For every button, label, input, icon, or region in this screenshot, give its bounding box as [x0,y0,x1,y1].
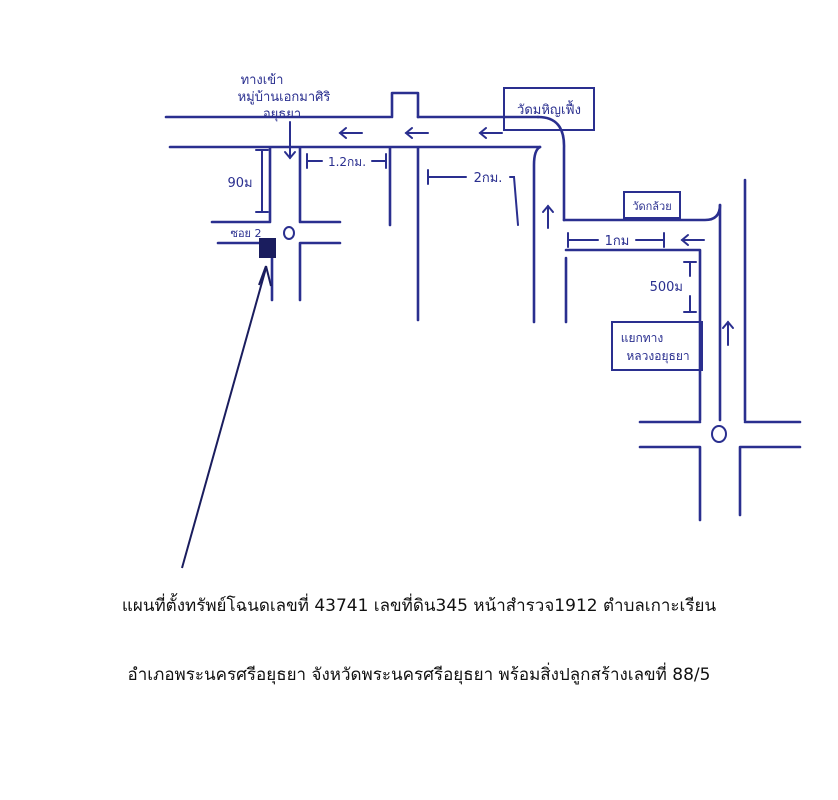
main-road-curve-outer [536,115,566,222]
arrow-left-4 [680,234,705,246]
dist-90m-label: 90ม [227,176,252,191]
dist-500m-label: 500ม [650,280,683,295]
arrow-left-3 [478,127,503,139]
roundabout-highway [711,425,727,443]
crossing-road-left-bottom [638,445,702,522]
roundabout-soi [283,226,295,240]
pointer-line [181,267,267,569]
dist-1km-label: 1กม [605,234,630,249]
dim-2km [427,169,519,226]
arrow-left-2 [404,127,429,139]
caption-line-1: แผนที่ตั้งทรัพย์โฉนดเลขที่ 43741 เลขที่ด… [121,596,717,616]
dim-1-2km [306,153,387,169]
north-stub-road [390,91,420,119]
dim-90m [255,149,269,213]
arrow-up-1 [542,204,554,229]
crossing-road-right-bottom [738,445,802,517]
dim-1km [567,232,665,248]
dim-500m [683,261,697,313]
junction-box [611,321,703,371]
soi-label: ซอย 2 [230,227,261,240]
arrow-down-entrance [284,121,296,160]
property-marker [259,238,276,258]
soi-road-left [210,146,272,224]
entrance-label-line3: อยุธยา [263,107,301,122]
junction-label-line1: แยกทาง [621,331,664,345]
dist-2km-label: 2กม. [474,171,503,186]
temple-mid-box [623,191,681,219]
pointer-arrowhead [258,265,272,287]
dist-1-2km-label: 1.2กม. [328,155,366,169]
main-road-curve-inner [532,145,542,324]
arrow-up-2 [722,320,734,346]
caption-line-2: อำเภอพระนครศรีอยุธยา จังหวัดพระนครศรีอยุ… [127,665,711,685]
junction-label-line2: หลวงอยุธยา [626,349,689,364]
cross-road-right [298,241,342,302]
arrow-left-1 [338,127,363,139]
temple-top-box [503,87,595,131]
entrance-label-line1: ทางเข้า [241,73,284,88]
soi-road-right [298,146,342,224]
entrance-label-line2: หมู่บ้านเอกมาศิริ [238,90,331,105]
east-road-bottom [564,248,702,422]
temple-mid-label: วัดกล้วย [632,200,671,213]
temple-top-label: วัดมหิญเฟื้ง [517,100,581,118]
